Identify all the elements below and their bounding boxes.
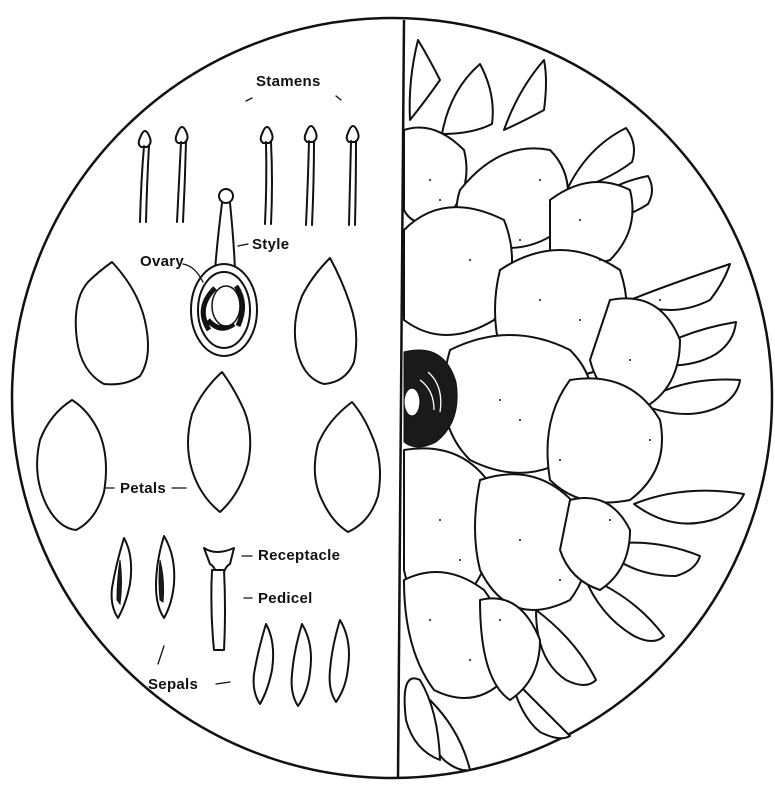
stamen [305, 126, 317, 225]
petal [315, 402, 380, 532]
bract [442, 64, 493, 134]
petal [295, 258, 356, 384]
pedicel-label: Pedicel [258, 590, 313, 607]
sepals-leader-right [216, 682, 230, 684]
stamen [176, 127, 188, 222]
style-label: Style [252, 236, 289, 253]
pistil-group: Style Ovary [140, 189, 289, 356]
whole-flower [404, 40, 744, 770]
sepals-leader-up [158, 646, 164, 664]
bract [634, 491, 744, 524]
petals-label: Petals [120, 480, 166, 497]
receptacle-label: Receptacle [258, 547, 340, 564]
petal [76, 262, 148, 384]
bract [504, 60, 546, 130]
stamen [261, 127, 273, 224]
stamens-group: Stamens [139, 73, 359, 225]
bract [536, 610, 596, 685]
style-leader [238, 244, 248, 246]
stamens-leader-right [336, 96, 341, 100]
stamen [139, 131, 151, 222]
petal [37, 400, 106, 530]
petal [188, 372, 250, 512]
stamens-leader-left [246, 98, 252, 101]
sepal [292, 624, 311, 706]
sepal [254, 624, 274, 704]
stamens-label: Stamens [256, 73, 321, 90]
receptacle [204, 548, 234, 572]
stigma [219, 189, 233, 203]
flower-center-highlight [404, 388, 420, 416]
sepal [330, 620, 349, 702]
bract [410, 40, 440, 120]
sepals-label: Sepals [148, 676, 198, 693]
pedicel [211, 570, 225, 650]
style [215, 203, 235, 271]
ovary-label: Ovary [140, 253, 184, 270]
receptacle-pedicel-group: Receptacle Pedicel [204, 547, 340, 650]
stamen [347, 126, 359, 225]
